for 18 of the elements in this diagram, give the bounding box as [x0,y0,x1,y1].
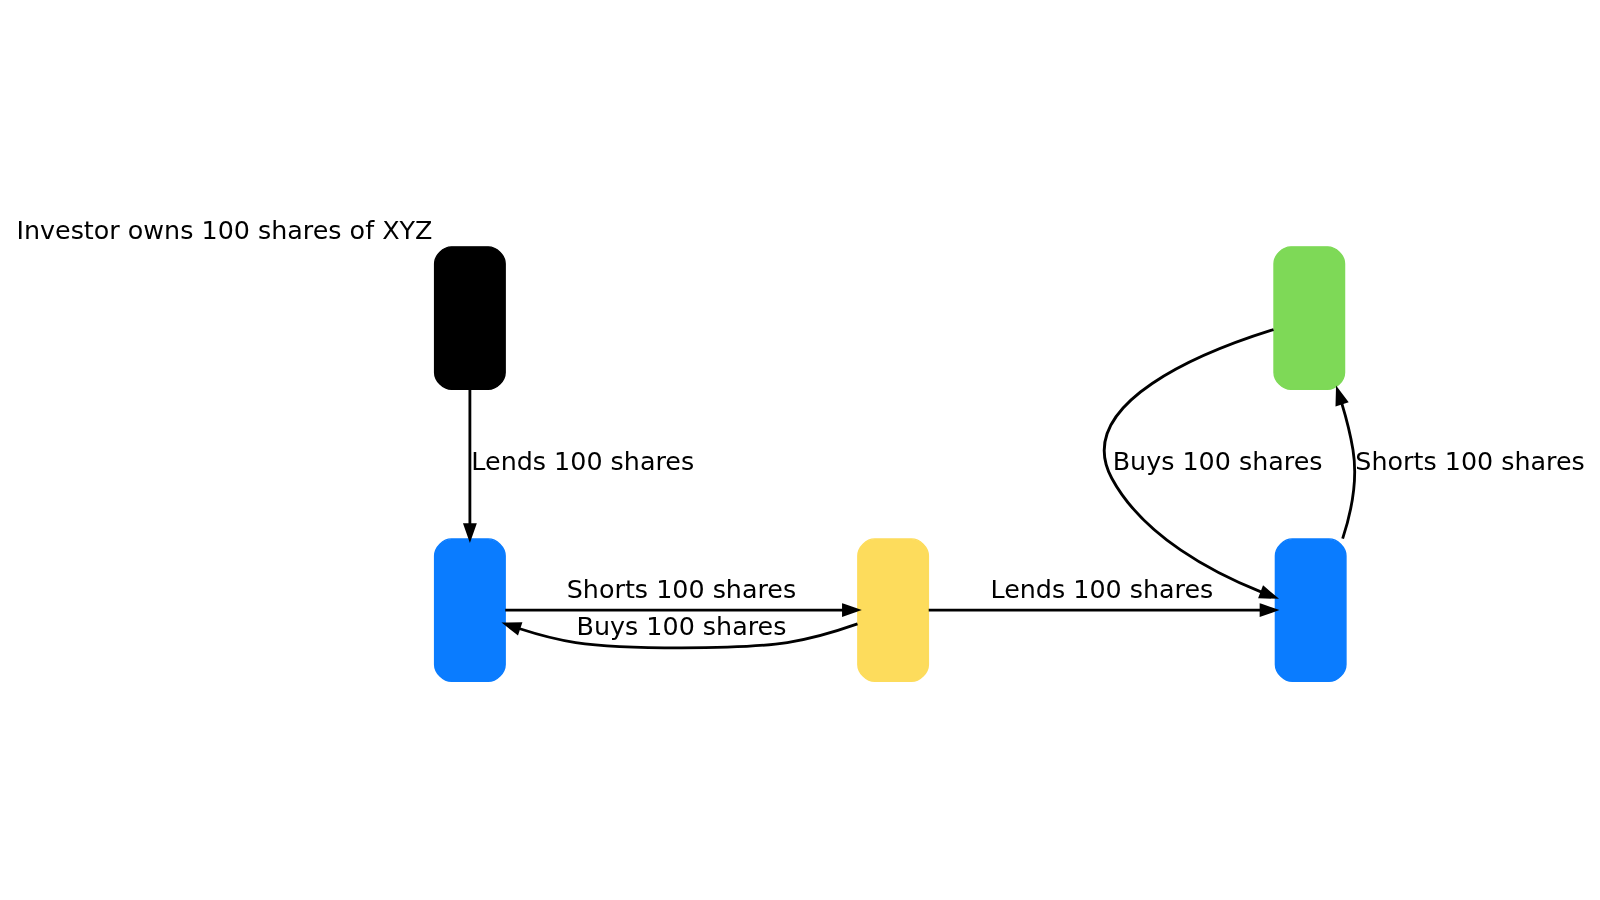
arrow [928,603,1280,618]
edge-label: Buys 100 shares [576,610,787,641]
arrow [501,622,858,650]
node-person [857,538,930,683]
node-person [433,246,506,391]
node-person [1274,538,1347,683]
arrow [462,389,477,544]
edge-label: Buys 100 shares [1112,446,1323,477]
arrow [1335,385,1357,540]
node-label: Investor owns 100 shares of XYZ [16,214,433,245]
edge-label: Lends 100 shares [990,573,1214,604]
edge-label: Shorts 100 shares [1355,446,1585,477]
arrow [505,603,862,618]
edge-label: Lends 100 shares [471,446,695,477]
node-person [1273,246,1346,391]
node-person [433,538,506,683]
edge-label: Shorts 100 shares [566,573,797,604]
arrow [1103,328,1280,599]
